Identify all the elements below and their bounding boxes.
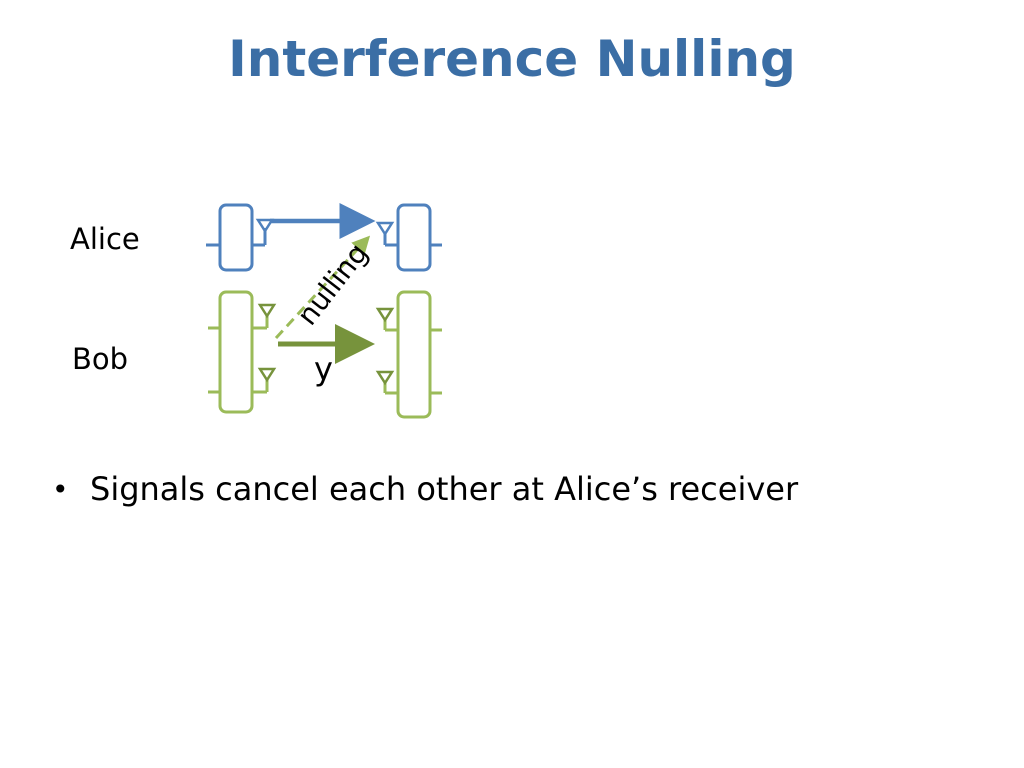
bullet-icon: • — [52, 472, 69, 506]
antenna-icon — [375, 221, 395, 237]
alice-transmitter — [206, 203, 267, 272]
bob-label: Bob — [72, 342, 129, 376]
bob-transmitter — [208, 290, 269, 414]
bullet-text: Signals cancel each other at Alice’s rec… — [90, 470, 799, 508]
bullet-item: • Signals cancel each other at Alice’s r… — [52, 470, 798, 508]
antenna-icon — [375, 307, 395, 323]
slide-title: Interference Nulling — [228, 30, 796, 88]
antenna-icon — [257, 367, 277, 383]
alice-receiver — [383, 203, 442, 272]
alice-label: Alice — [70, 222, 140, 256]
bob-receiver — [383, 290, 442, 419]
antenna-icon — [255, 218, 275, 234]
nulling-arrow — [274, 235, 371, 340]
antenna-icon — [375, 370, 395, 386]
y-label: y — [314, 350, 333, 388]
antenna-icon — [257, 303, 277, 319]
nulling-label: nulling — [290, 237, 374, 332]
